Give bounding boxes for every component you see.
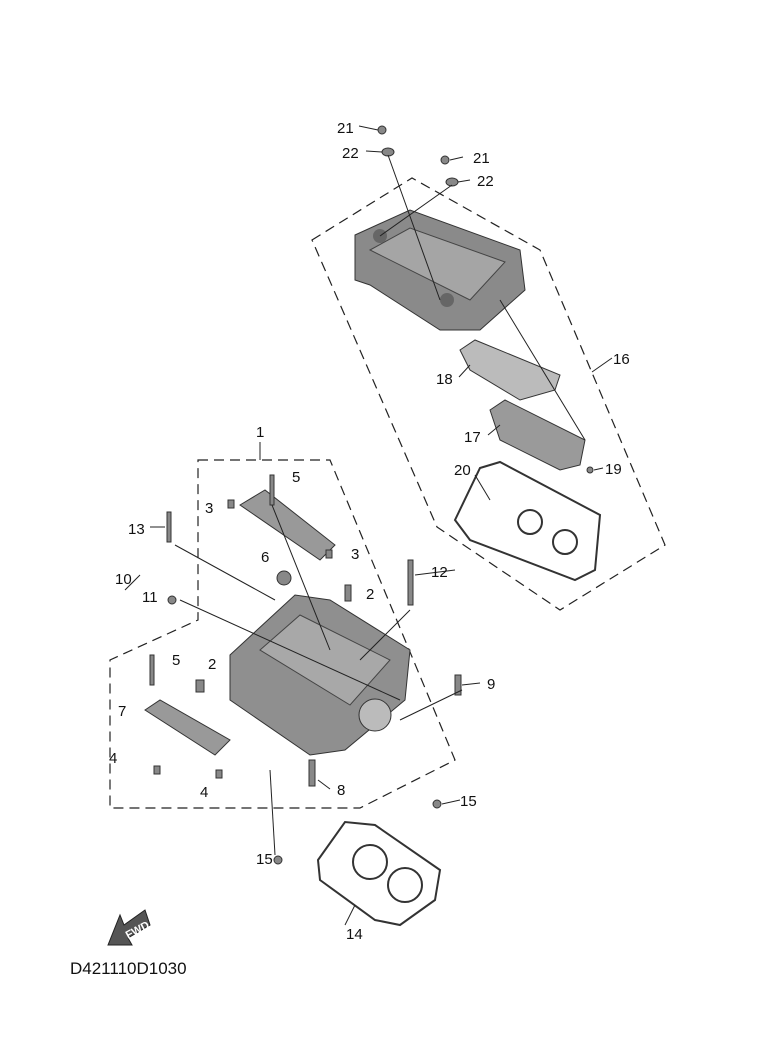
cylinder-head-cover-group-outline xyxy=(311,177,666,611)
callout-labels: 21 22 21 22 16 18 17 19 20 1 5 3 3 13 6 … xyxy=(109,120,630,943)
cylinder-head-group-outline xyxy=(109,459,456,809)
callout: 16 xyxy=(613,351,630,368)
forward-direction-arrow-icon: FWD xyxy=(107,909,152,946)
callout: 17 xyxy=(464,429,481,446)
callout: 7 xyxy=(118,703,126,720)
callout: 22 xyxy=(477,173,494,190)
gasket-18[interactable] xyxy=(459,339,561,401)
callout: 4 xyxy=(200,784,208,801)
callout: 12 xyxy=(431,564,448,581)
callout: 4 xyxy=(109,750,117,767)
plate-17[interactable] xyxy=(489,399,586,471)
callout: 14 xyxy=(346,926,363,943)
callout: 21 xyxy=(473,150,490,167)
callout: 2 xyxy=(208,656,216,673)
callout: 20 xyxy=(454,462,471,479)
cover-gasket-20[interactable] xyxy=(453,460,602,582)
callout: 9 xyxy=(487,676,495,693)
camshaft-cap-upper[interactable] xyxy=(239,489,336,561)
callout: 3 xyxy=(351,546,359,563)
callout: 11 xyxy=(142,589,158,606)
diagram-code: D421110D1030 xyxy=(70,959,187,978)
callout: 5 xyxy=(172,652,180,669)
cylinder-head-gasket-14[interactable] xyxy=(316,820,442,927)
cylinder-head[interactable] xyxy=(229,594,411,756)
callout: 19 xyxy=(605,461,622,478)
callout: 5 xyxy=(292,469,300,486)
callout: 2 xyxy=(366,586,374,603)
callout: 15 xyxy=(256,851,273,868)
callout: 18 xyxy=(436,371,453,388)
callout: 22 xyxy=(342,145,359,162)
camshaft-cap-lower[interactable] xyxy=(144,699,231,756)
callout: 21 xyxy=(337,120,354,137)
leader-lines xyxy=(124,125,613,926)
callout: 1 xyxy=(256,424,264,441)
callout: 13 xyxy=(128,521,145,538)
callout: 8 xyxy=(337,782,345,799)
small-parts xyxy=(149,125,594,865)
callout: 3 xyxy=(205,500,213,517)
cylinder-head-cover[interactable] xyxy=(354,209,526,331)
callout: 15 xyxy=(460,793,477,810)
callout: 6 xyxy=(261,549,269,566)
callout: 10 xyxy=(115,571,132,588)
